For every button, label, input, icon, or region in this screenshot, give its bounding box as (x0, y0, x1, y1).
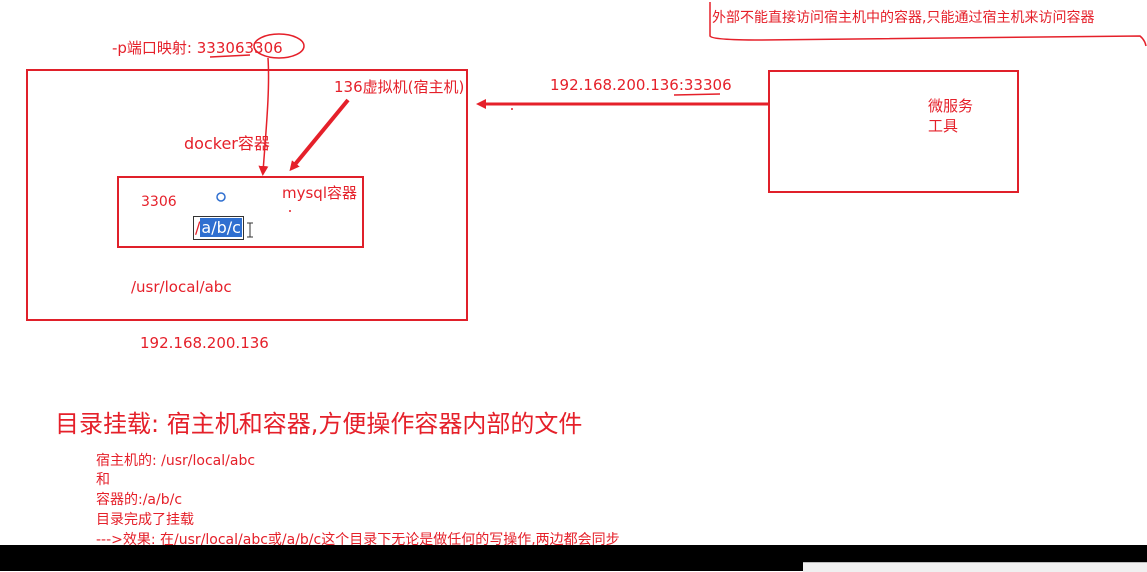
container-port: 3306 (141, 194, 177, 210)
loading-icon (216, 192, 226, 202)
host-ip: 192.168.200.136 (140, 334, 269, 352)
access-port: 33306 (683, 76, 732, 94)
note-line-5: --->效果: 在/usr/local/abc或/a/b/c这个目录下无论是做任… (96, 532, 620, 548)
access-addr-prefix: 192.168.200.136: (550, 76, 684, 94)
note-line-1: 宿主机的: /usr/local/abc (96, 453, 256, 469)
port-label-prefix: -p端口映射: (112, 39, 197, 57)
page-title: 目录挂载: 宿主机和容器,方便操作容器内部的文件 (55, 410, 583, 438)
mysql-label: mysql容器 (282, 184, 357, 202)
top-note: 外部不能直接访问宿主机中的容器,只能通过宿主机来访问容器 (712, 10, 1095, 26)
port-underline (209, 54, 251, 58)
port-circle (253, 33, 305, 59)
host-vm-box (26, 69, 468, 321)
bottom-right-window (803, 562, 1147, 572)
dot-mark (511, 108, 513, 110)
microservice-line1: 微服务 (928, 97, 974, 115)
port-mapping-label: -p端口映射: 333063306 (112, 37, 283, 58)
host-path: /usr/local/abc (131, 278, 232, 296)
note-line-3: 容器的:/a/b/c (96, 492, 183, 508)
microservice-box (768, 70, 1019, 193)
container-path-slash: / (195, 218, 201, 237)
mysql-container-box (117, 176, 364, 248)
dot-mark (289, 210, 291, 212)
port-arrow (258, 57, 270, 176)
note-bracket (709, 2, 1147, 47)
container-path[interactable]: /a/b/c (193, 216, 244, 240)
container-path-selected: a/b/c (200, 218, 242, 237)
access-address: 192.168.200.136:33306 (550, 76, 732, 94)
host-vm-label: 136虚拟机(宿主机) (334, 78, 465, 96)
docker-label: docker容器 (184, 134, 270, 153)
port-container: 3306 (244, 39, 283, 57)
host-to-mysql-arrow (289, 98, 350, 172)
microservice-line2: 工具 (928, 117, 959, 135)
note-line-4: 目录完成了挂载 (96, 512, 194, 528)
port-host: 33306 (196, 39, 245, 57)
access-port-underline (673, 93, 721, 96)
note-line-2: 和 (96, 472, 110, 488)
text-cursor-icon (247, 222, 253, 238)
